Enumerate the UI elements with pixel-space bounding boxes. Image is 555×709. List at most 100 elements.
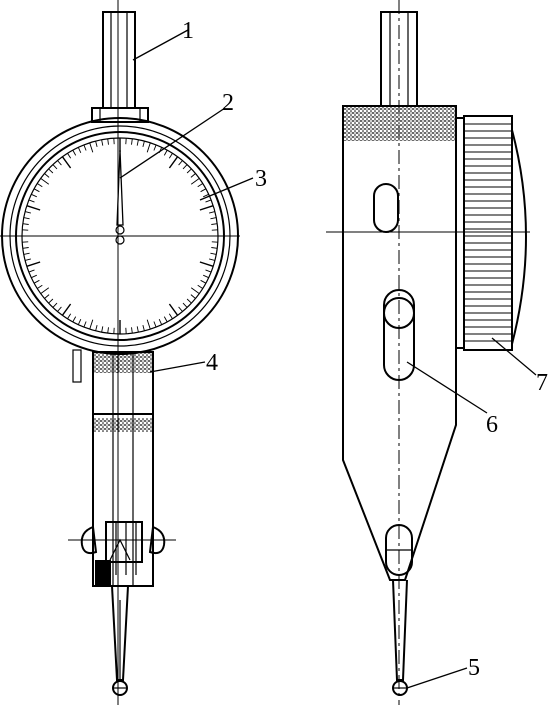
dial-tick [83,144,87,151]
dial-tick [186,168,192,174]
label-4: 4 [206,350,218,376]
dial-tick [210,217,217,220]
label-5: 5 [468,655,480,681]
pointer [115,149,125,245]
dial-tick [77,147,82,153]
dial-tick [28,269,35,273]
dial-tick [203,193,209,198]
dial-tick [24,258,32,261]
dial-tick [107,138,109,145]
dial-tick [67,313,72,319]
dial-tick [131,138,133,145]
dial-tick [37,284,43,289]
dial-tick [203,274,209,279]
dial-tick [22,223,29,225]
dial-tick [33,279,40,284]
probe-stylus [111,585,129,696]
side-view [326,0,530,705]
dial-tick [89,142,94,153]
dial-tick [168,303,179,316]
dial-tick [83,321,87,328]
dial-tick [48,168,54,174]
dial-tick [57,306,62,312]
dial-tick [190,173,196,178]
dial-tick [208,211,216,214]
dial-tick [168,313,173,319]
dial-tick [182,302,188,308]
label-3: 3 [255,166,267,192]
label-1: 1 [182,18,194,44]
dial-tick [197,183,203,188]
knurling [464,123,512,342]
dial-tick [210,252,217,255]
side-clip [72,349,82,383]
dial-tick [208,258,216,261]
knurled-knob [455,115,527,351]
dial-tick [48,298,54,304]
dial-tick [31,274,37,279]
dial-tick [158,319,163,325]
dial-tick [24,211,32,214]
dial-tick [28,199,35,203]
dial-tick [197,284,203,289]
mounting-ears [80,521,166,575]
dial-tick [31,193,37,198]
dial-tick [153,321,157,328]
dial-tick [200,188,207,193]
dial-tick [190,294,196,299]
front-view [0,0,240,705]
dial-tick [190,287,200,294]
dial-tick [168,153,173,159]
upper-slot [373,183,399,233]
dial-tick [131,327,133,334]
dial-tick [72,316,77,323]
dial-tick [37,183,43,188]
dial-tick [89,319,94,330]
dial-tick [205,199,212,203]
dial-tick [163,149,168,156]
dial-tick [186,298,192,304]
label-2: 2 [222,90,234,116]
dial-tick [205,269,212,273]
dial-tick [199,205,214,211]
dial-tick [101,326,104,333]
dial-tick [44,294,50,299]
dial-tick [33,188,40,193]
dial-tick [199,261,214,267]
dial-tick [23,252,30,255]
dial-tick [52,164,58,170]
dial-tick [211,223,218,225]
dial-tick [163,316,168,323]
dial-graduations [22,138,218,334]
dial-tick [142,324,145,332]
dial-tick [23,217,30,220]
leaders [119,29,537,689]
dial-tick [26,205,41,211]
dial-tick [200,279,207,284]
label-7: 7 [536,370,548,396]
dial-tick [61,156,72,169]
stem [91,11,149,123]
dial-tick [67,153,72,159]
dial-tick [72,149,77,156]
indicator-body [92,351,154,587]
dial-tick [95,324,98,332]
dial-tick [136,139,139,146]
dial-tick [153,144,157,151]
dial-tick [211,247,218,249]
dial-tick [178,160,183,166]
dial-tick [40,178,50,185]
dial-tick [77,319,82,325]
dial-tick [146,142,151,153]
dial-tick [44,173,50,178]
dial-tick [178,306,183,312]
dial-tick [146,319,151,330]
dial-tick [136,326,139,333]
dial-tick [101,139,104,146]
label-6: 6 [486,412,498,438]
side-stylus [392,579,408,696]
dial-tick [52,302,58,308]
dial-tick [22,247,29,249]
dial-tick [40,287,50,294]
